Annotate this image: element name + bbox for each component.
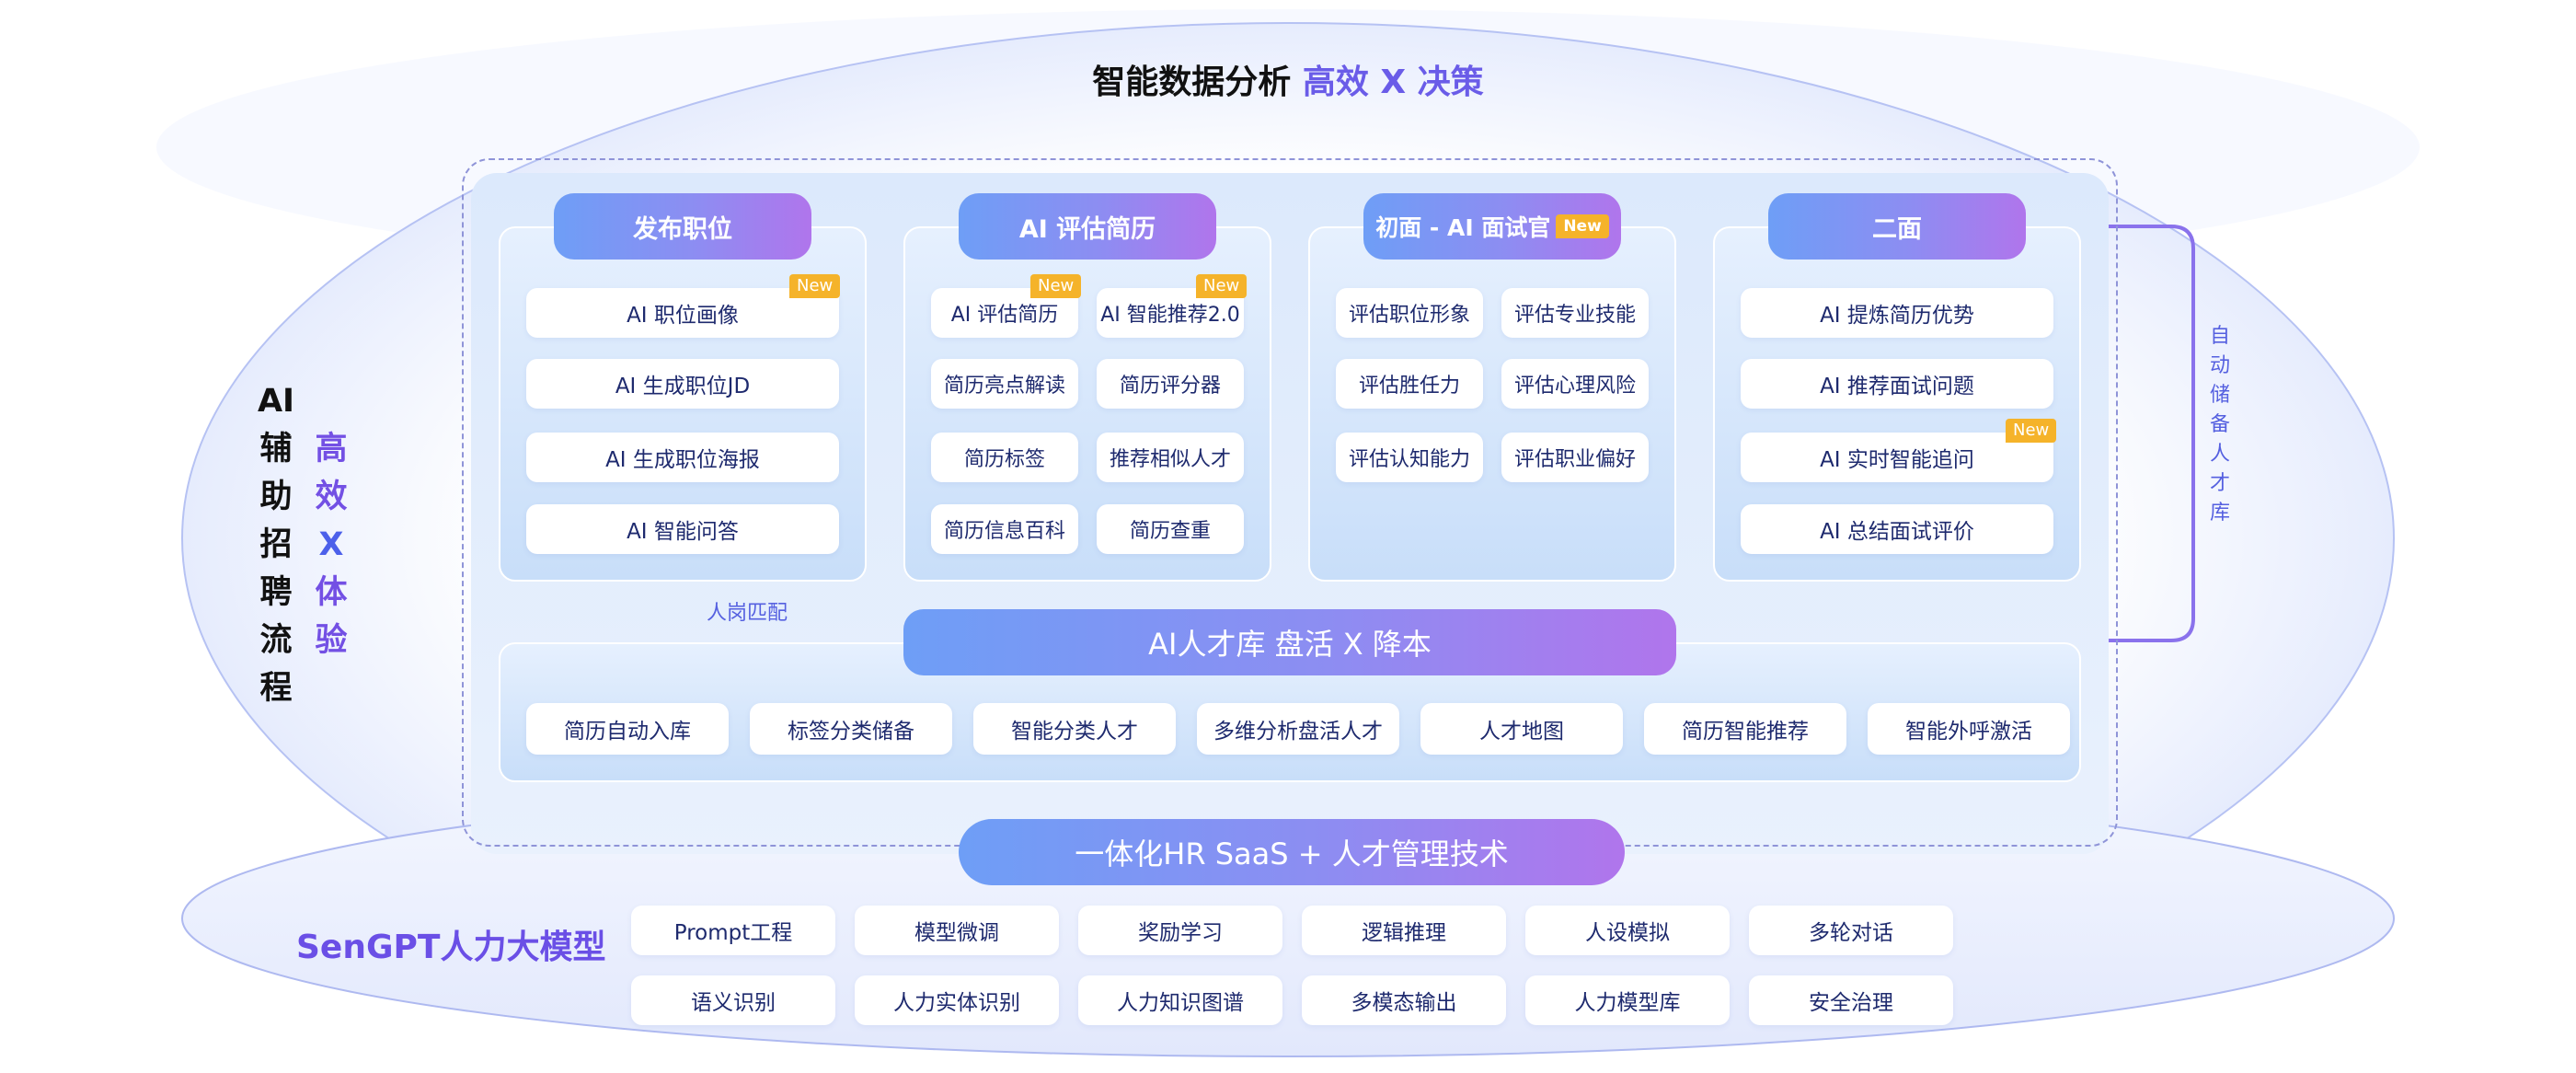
chip-multi-turn: 多轮对话 [1749, 906, 1953, 955]
title-accent: 高效 X 决策 [1302, 63, 1484, 101]
chip-smart-outbound: 智能外呼激活 [1868, 703, 2070, 755]
chip-eval-cognitive: 评估认知能力 [1336, 433, 1483, 482]
chip-hr-model-lib: 人力模型库 [1525, 975, 1730, 1025]
saas-title: 一体化HR SaaS + 人才管理技术 [959, 819, 1625, 885]
chip-eval-image: 评估职位形象 [1336, 288, 1483, 338]
chip-resume-highlights: 简历亮点解读 [931, 359, 1078, 409]
chip-logic-reasoning: 逻辑推理 [1302, 906, 1506, 955]
match-label: 人岗匹配 [707, 602, 788, 625]
chip-ai-gen-poster: AI 生成职位海报 [526, 433, 839, 482]
chip-reward-learning: 奖励学习 [1078, 906, 1282, 955]
chip-prompt-eng: Prompt工程 [631, 906, 835, 955]
new-badge: New [1196, 274, 1248, 298]
chip-tag-storage: 标签分类储备 [750, 703, 952, 755]
chip-safety: 安全治理 [1749, 975, 1953, 1025]
chip-auto-import: 简历自动入库 [526, 703, 729, 755]
chip-eval-psych-risk: 评估心理风险 [1501, 359, 1649, 409]
chip-resume-dedupe: 简历查重 [1097, 504, 1244, 554]
chip-resume-recommend: 简历智能推荐 [1644, 703, 1846, 755]
chip-resume-scorer: 简历评分器 [1097, 359, 1244, 409]
chip-hr-knowledge-graph: 人力知识图谱 [1078, 975, 1282, 1025]
sengpt-title: SenGPT人力大模型 [296, 929, 606, 966]
auto-store-connector [1700, 225, 2195, 642]
chip-ai-job-profile: AI 职位画像 [526, 288, 839, 338]
chip-smart-classify: 智能分类人才 [973, 703, 1176, 755]
side-label-col1: AI 辅 助 招 聘 流 程 [257, 383, 295, 707]
chip-ai-realtime-followup: AI 实时智能追问 [1741, 433, 2053, 482]
section-post-job-title: 发布职位 [554, 193, 811, 260]
new-badge: New [1030, 274, 1082, 298]
chip-multi-analysis: 多维分析盘活人才 [1197, 703, 1399, 755]
section-resume-eval-title: AI 评估简历 [959, 193, 1216, 260]
chip-talent-map: 人才地图 [1420, 703, 1623, 755]
talent-pool-title: AI人才库 盘活 X 降本 [903, 609, 1676, 675]
new-badge: New [2006, 419, 2057, 443]
chip-resume-tags: 简历标签 [931, 433, 1078, 482]
section-second-interview-title: 二面 [1768, 193, 2026, 260]
chip-similar-talent: 推荐相似人才 [1097, 433, 1244, 482]
chip-eval-competency: 评估胜任力 [1336, 359, 1483, 409]
chip-ai-resume-strengths: AI 提炼简历优势 [1741, 288, 2053, 338]
chip-multimodal: 多模态输出 [1302, 975, 1506, 1025]
chip-ai-qa: AI 智能问答 [526, 504, 839, 554]
chip-persona-sim: 人设模拟 [1525, 906, 1730, 955]
new-badge: New [1556, 214, 1609, 238]
section-first-interview-title: 初面 - AI 面试官 New [1363, 193, 1621, 260]
chip-resume-wiki: 简历信息百科 [931, 504, 1078, 554]
auto-store-label: 自 动 储 备 人 才 库 [2209, 325, 2230, 525]
chip-hr-entity: 人力实体识别 [855, 975, 1059, 1025]
side-label-col2: 高 效 X 体 验 [315, 431, 348, 659]
chip-eval-skills: 评估专业技能 [1501, 288, 1649, 338]
chip-semantic: 语义识别 [631, 975, 835, 1025]
page-title: 智能数据分析 高效 X 决策 [1092, 63, 1484, 101]
chip-ai-gen-jd: AI 生成职位JD [526, 359, 839, 409]
chip-ai-interview-questions: AI 推荐面试问题 [1741, 359, 2053, 409]
chip-eval-career-pref: 评估职业偏好 [1501, 433, 1649, 482]
chip-ai-interview-summary: AI 总结面试评价 [1741, 504, 2053, 554]
new-badge: New [789, 274, 841, 298]
chip-finetune: 模型微调 [855, 906, 1059, 955]
